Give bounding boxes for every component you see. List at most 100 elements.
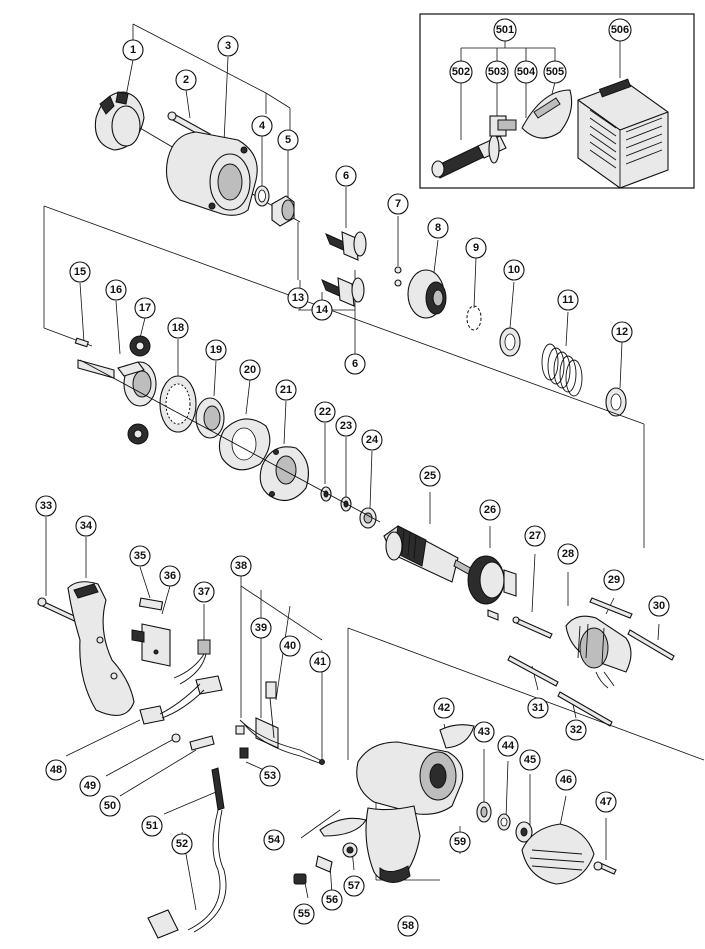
callout-circle [171, 833, 193, 855]
callout-label: 45 [524, 754, 536, 766]
callout-label: 506 [611, 24, 629, 36]
callout-circle [485, 60, 509, 84]
armature-leaders [429, 492, 660, 719]
callout-layer: 1234566789101112131415161718192021222324… [35, 18, 670, 937]
callout-label: 46 [560, 774, 572, 786]
callout-17: 17 [134, 297, 156, 319]
callout-label: 15 [74, 266, 86, 278]
callout-circle [427, 217, 449, 239]
callout-48: 48 [45, 759, 67, 781]
callout-58: 58 [397, 915, 419, 937]
axis-leaders-mid [397, 216, 623, 389]
callout-circle [279, 635, 301, 657]
callout-circle [449, 60, 473, 84]
accessory-leaders [460, 39, 621, 140]
callout-12: 12 [611, 321, 633, 343]
callout-label: 20 [244, 364, 256, 376]
callout-label: 37 [198, 586, 210, 598]
callout-label: 34 [80, 520, 93, 532]
callout-label: 56 [326, 894, 338, 906]
callout-27: 27 [524, 525, 546, 547]
callout-label: 52 [176, 838, 188, 850]
callout-label: 55 [298, 908, 310, 920]
callout-circle [293, 903, 315, 925]
callout-label: 42 [438, 702, 450, 714]
callout-circle [167, 317, 189, 339]
spring-11-drawing [541, 343, 583, 397]
callout-circle [344, 353, 366, 375]
callout-21: 21 [275, 379, 297, 401]
callout-4: 4 [251, 115, 273, 137]
callout-label: 21 [280, 384, 292, 396]
callout-506: 506 [608, 18, 632, 42]
callout-53: 53 [259, 765, 281, 787]
callout-label: 47 [600, 796, 612, 808]
callout-label: 503 [488, 66, 506, 78]
callout-label: 48 [50, 764, 62, 776]
callout-circle [230, 555, 252, 577]
fan-26-drawing [467, 555, 517, 621]
stator-28-drawing [565, 615, 632, 689]
callout-13: 13 [287, 287, 309, 309]
callout-circle [275, 379, 297, 401]
callout-56: 56 [321, 889, 343, 911]
callout-label: 23 [340, 420, 352, 432]
bearing-43-45-drawing [476, 801, 533, 843]
callout-37: 37 [193, 581, 215, 603]
callout-label: 35 [134, 550, 146, 562]
callout-label: 17 [139, 302, 151, 314]
callout-label: 54 [268, 834, 281, 846]
callout-circle [387, 193, 409, 215]
callout-label: 502 [452, 66, 470, 78]
callout-circle [335, 165, 357, 187]
callout-1: 1 [122, 39, 144, 61]
callout-32: 32 [565, 719, 587, 741]
callout-circle [565, 719, 587, 741]
callout-label: 25 [424, 470, 436, 482]
callout-24: 24 [361, 429, 383, 451]
callout-25: 25 [419, 465, 441, 487]
callout-label: 501 [496, 24, 514, 36]
callout-label: 505 [546, 66, 564, 78]
callout-label: 28 [562, 548, 574, 560]
side-handle-drawing [431, 134, 507, 179]
callout-label: 38 [235, 560, 247, 572]
callout-52: 52 [171, 833, 193, 855]
callout-label: 58 [402, 920, 414, 932]
callout-label: 41 [314, 656, 326, 668]
washer-10-drawing [499, 327, 521, 357]
callout-45: 45 [519, 749, 541, 771]
callout-circle [250, 617, 272, 639]
callout-circle [527, 697, 549, 719]
callout-502: 502 [449, 60, 473, 84]
callout-label: 3 [225, 40, 231, 52]
callout-42: 42 [433, 697, 455, 719]
callout-label: 31 [532, 702, 544, 714]
callout-label: 43 [478, 726, 490, 738]
callout-circle [99, 795, 121, 817]
callout-circle [141, 815, 163, 837]
callout-10: 10 [503, 259, 525, 281]
callout-circle [105, 279, 127, 301]
callout-28: 28 [557, 543, 579, 565]
callout-circle [361, 429, 383, 451]
callout-label: 6 [343, 170, 349, 182]
gear-housing-drawing [356, 741, 464, 883]
callout-circle [159, 565, 181, 587]
callout-label: 53 [264, 770, 276, 782]
callout-label: 51 [146, 820, 158, 832]
callout-circle [69, 261, 91, 283]
callout-circle [175, 69, 197, 91]
middle-leaders [79, 282, 373, 509]
callout-label: 7 [395, 198, 401, 210]
pin-15-drawing [74, 337, 90, 348]
armature-25-drawing [383, 525, 475, 583]
capacitor-37-drawing [173, 639, 223, 695]
callout-circle [519, 749, 541, 771]
callout-label: 24 [366, 434, 379, 446]
callout-2: 2 [175, 69, 197, 91]
callout-circle [479, 499, 501, 521]
callout-35: 35 [129, 545, 151, 567]
callout-6: 6 [335, 165, 357, 187]
